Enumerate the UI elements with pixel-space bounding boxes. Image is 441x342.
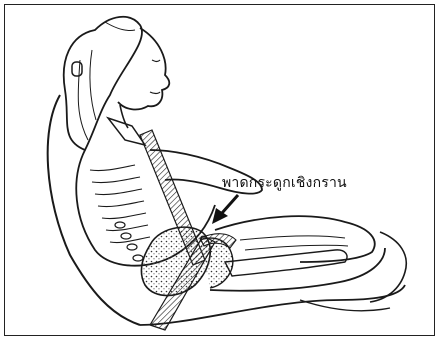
- femur: [225, 250, 347, 276]
- pelvis-callout-label: พาดกระดูกเชิงกราน: [222, 172, 347, 194]
- thigh-upper: [215, 216, 375, 262]
- callout-arrow-icon: [212, 195, 238, 224]
- hair: [64, 17, 142, 150]
- ear: [72, 62, 82, 76]
- rib-shading: [90, 165, 150, 243]
- collar: [108, 118, 145, 145]
